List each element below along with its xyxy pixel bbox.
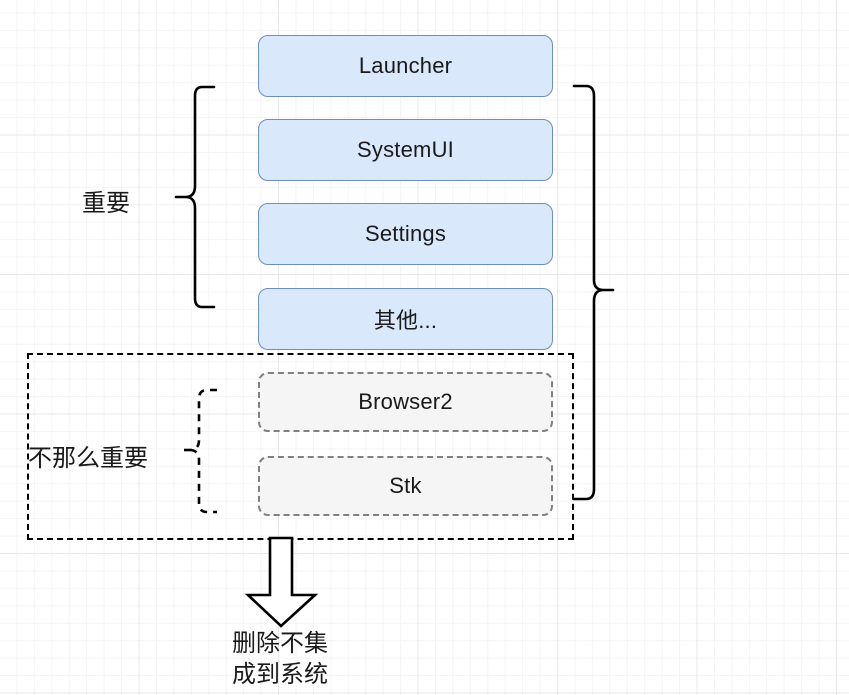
less-important-group-label: 不那么重要 (28, 445, 148, 472)
outcome-arrow-caption: 删除不集 成到系统 (180, 628, 380, 690)
node-box-browser2[interactable]: Browser2 (258, 372, 553, 432)
important-group-label: 重要 (82, 190, 130, 217)
block-arrow-down-icon (244, 536, 319, 628)
node-label: 其他... (373, 308, 438, 333)
node-box-others[interactable]: 其他... (258, 288, 553, 350)
node-box-stk[interactable]: Stk (258, 456, 553, 516)
node-label: Settings (364, 221, 447, 246)
node-label: Stk (389, 473, 422, 498)
node-label: Launcher (358, 53, 453, 78)
node-label: SystemUI (357, 137, 454, 162)
caption-line-2: 成到系统 (232, 661, 328, 688)
curly-brace-right-icon (572, 84, 615, 501)
caption-line-1: 删除不集 (232, 630, 328, 657)
node-box-launcher[interactable]: Launcher (258, 35, 553, 97)
node-label: Browser2 (358, 389, 453, 414)
curly-brace-left-icon (174, 85, 216, 309)
node-box-settings[interactable]: Settings (258, 203, 553, 265)
node-box-systemui[interactable]: SystemUI (258, 119, 553, 181)
